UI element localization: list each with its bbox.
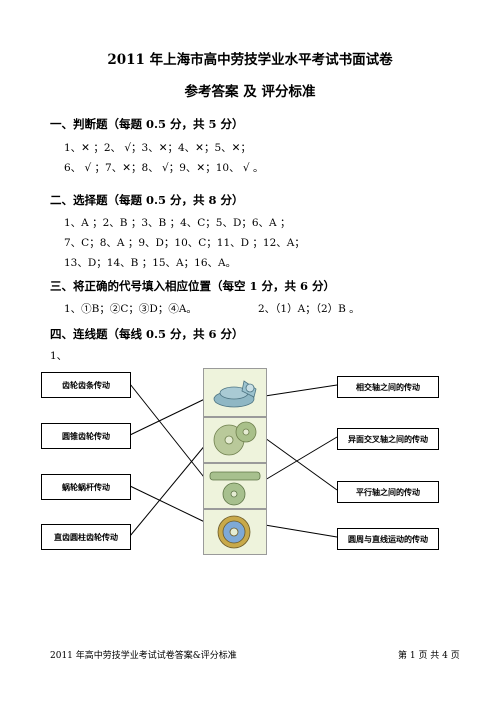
line-bevel-to-bevelimg	[129, 395, 212, 436]
worm-gear-image	[203, 463, 267, 509]
left-item-worm-gear: 蜗轮蜗杆传动	[41, 474, 131, 500]
line-rackimg-to-circular	[264, 524, 338, 538]
left-item-spur-gear: 直齿圆柱齿轮传动	[41, 524, 131, 550]
section-3-answer-1: 1、①B；②C；③D；④A。	[64, 303, 197, 315]
page-subtitle: 参考答案 及 评分标准	[184, 84, 316, 100]
section-1-heading: 一、判断题（每题 0.5 分，共 5 分）	[50, 117, 244, 131]
line-worm-to-wormimg	[129, 485, 212, 526]
section-3-heading: 三、将正确的代号填入相应位置（每空 1 分，共 6 分）	[50, 279, 336, 293]
line-bevelimg-to-intersecting	[264, 384, 338, 397]
footer-left: 2011 年高中劳技学业考试试卷答案&评分标准	[50, 651, 237, 661]
section-4-item-label: 1、	[50, 350, 68, 362]
line-spur-to-spurimg	[129, 437, 212, 537]
section-2-answers-line-3: 13、D；14、B ；15、A；16、A。	[64, 257, 237, 269]
right-item-circular-linear: 圆周与直线运动的传动	[337, 528, 439, 550]
section-3-answer-2: 2、（1）A；（2）B 。	[258, 303, 360, 315]
line-rack-to-rackimg	[129, 383, 212, 487]
right-item-intersecting-axes: 相交轴之间的传动	[337, 376, 439, 398]
rack-pinion-image	[203, 509, 267, 555]
section-1-answers-line-1: 1、✕ ；2、 √；3、✕；4、✕；5、✕；	[64, 142, 251, 154]
footer-page-number: 第 1 页 共 4 页	[398, 651, 460, 661]
section-1-answers-line-2: 6、 √ ；7、✕；8、 √；9、✕；10、 √ 。	[64, 162, 264, 174]
right-item-parallel-axes: 平行轴之间的传动	[337, 481, 439, 503]
right-item-skew-axes: 异面交叉轴之间的传动	[337, 428, 439, 450]
left-item-rack-pinion: 齿轮齿条传动	[41, 372, 131, 398]
page-title: 2011 年上海市高中劳技学业水平考试书面试卷	[107, 52, 393, 68]
section-4-heading: 四、连线题（每线 0.5 分，共 6 分）	[50, 327, 244, 341]
section-2-answers-line-1: 1、A ；2、B ；3、B ；4、C；5、D；6、A ；	[64, 217, 291, 229]
left-item-bevel-gear: 圆锥齿轮传动	[41, 423, 131, 449]
spur-gears-image	[203, 417, 267, 463]
line-wormimg-to-skew	[264, 436, 338, 481]
line-spurimg-to-parallel	[264, 437, 338, 491]
section-2-heading: 二、选择题（每题 0.5 分，共 8 分）	[50, 193, 244, 207]
bevel-gears-image	[203, 368, 267, 417]
section-2-answers-line-2: 7、C；8、A ；9、D；10、C；11、D ；12、A；	[64, 237, 305, 249]
